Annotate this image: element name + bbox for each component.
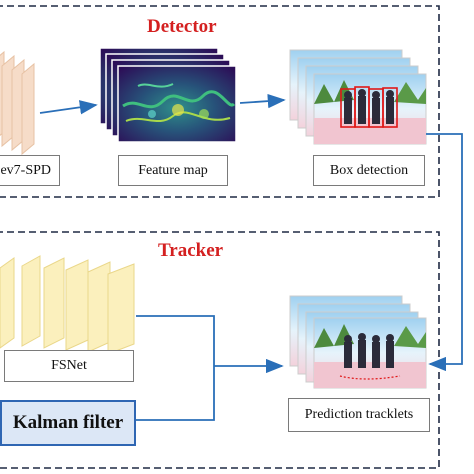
tracker-panel bbox=[0, 231, 440, 469]
fsnet-layers bbox=[0, 255, 135, 355]
detector-title: Detector bbox=[147, 16, 217, 37]
backbone-label: ev7-SPD bbox=[0, 155, 60, 186]
backbone-layers bbox=[0, 50, 35, 156]
box-detection-label: Box detection bbox=[313, 155, 425, 186]
fsnet-connector bbox=[136, 315, 215, 382]
kalman-filter-box: Kalman filter bbox=[0, 400, 136, 446]
detector-panel bbox=[0, 5, 440, 198]
feature-map-label: Feature map bbox=[118, 155, 228, 186]
tracklet-trail bbox=[339, 375, 401, 380]
detection-box bbox=[340, 86, 398, 128]
arrow-right-icon bbox=[39, 100, 98, 115]
tracker-title: Tracker bbox=[158, 240, 224, 261]
prediction-tracklets-label: Prediction tracklets bbox=[288, 398, 430, 432]
fsnet-label: FSNet bbox=[4, 350, 134, 382]
feature-map-stack bbox=[99, 47, 237, 143]
loop-connector bbox=[426, 133, 463, 372]
detection-photo-stack bbox=[289, 49, 427, 145]
arrow-right-icon bbox=[239, 93, 286, 109]
prediction-photo-stack bbox=[289, 295, 427, 389]
kalman-connector bbox=[136, 382, 215, 421]
